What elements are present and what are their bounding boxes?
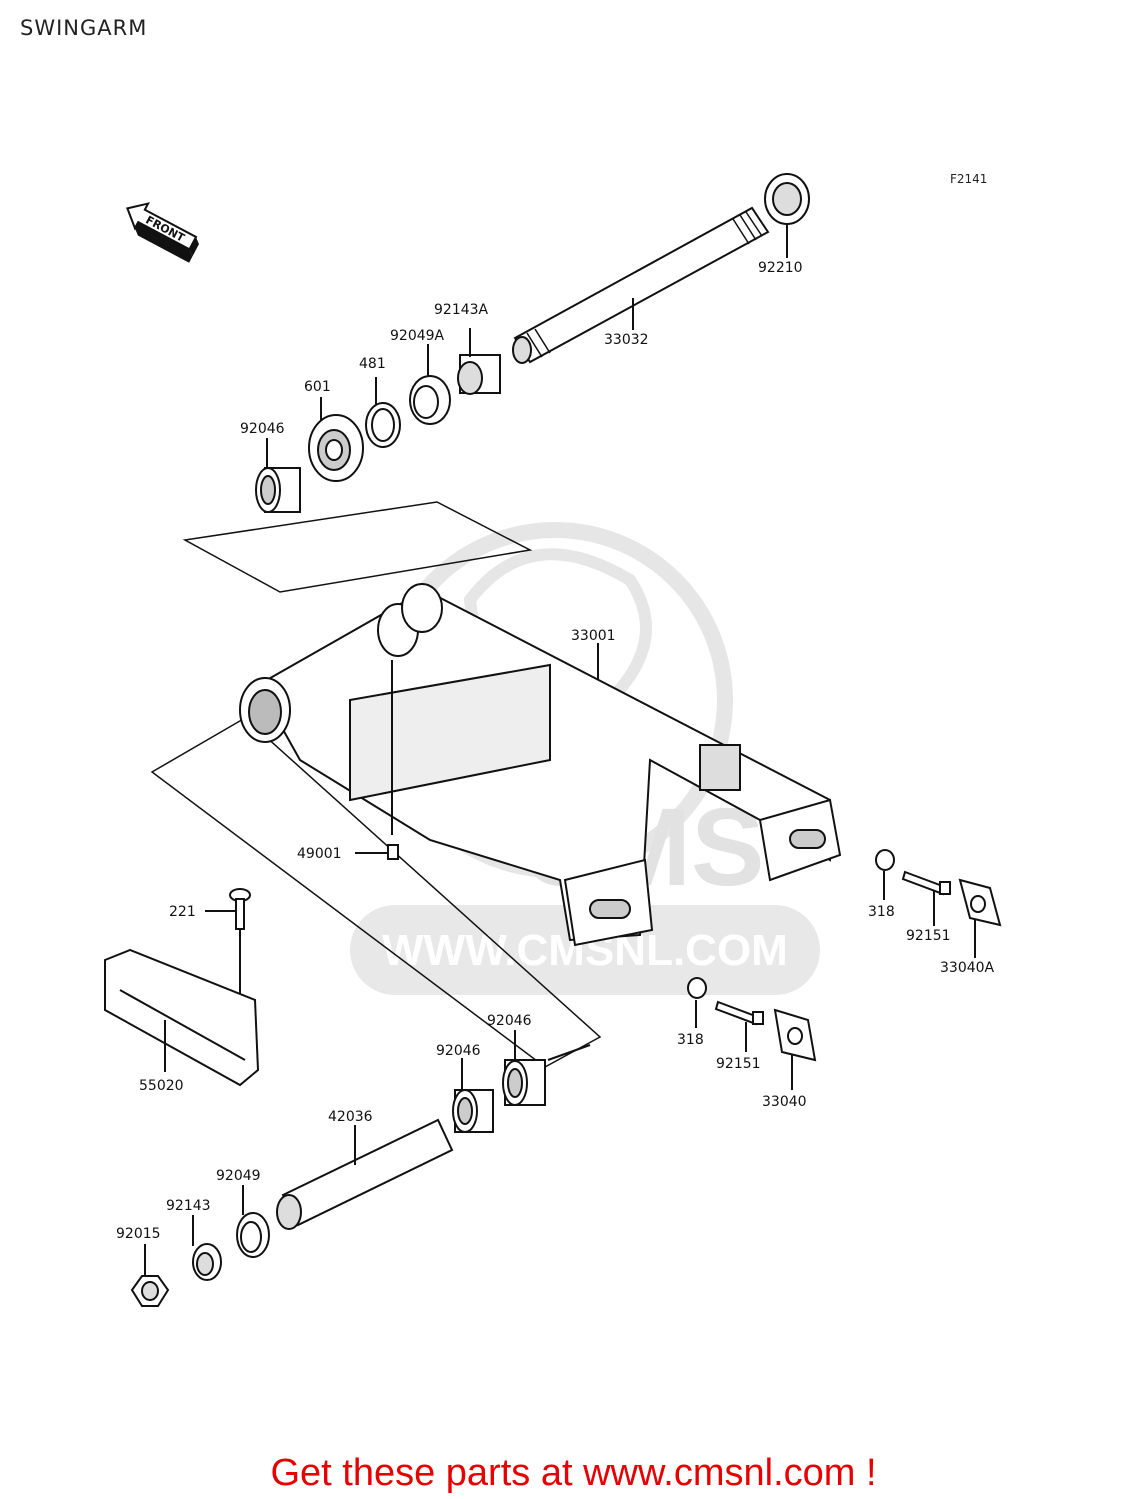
- bolt-92151-right: [901, 870, 951, 926]
- nut-92015: [130, 1244, 170, 1307]
- seal-92049A: [409, 344, 451, 425]
- part-label-92210: 92210: [758, 260, 803, 276]
- part-label-49001: 49001: [297, 846, 342, 862]
- part-label-33040A: 33040A: [940, 960, 995, 976]
- promo-link[interactable]: Get these parts at www.cmsnl.com !: [270, 1452, 877, 1494]
- bearing-601: [308, 397, 364, 482]
- part-label-42036: 42036: [328, 1109, 373, 1125]
- part-label-33040: 33040: [762, 1094, 807, 1110]
- seal-92049: [236, 1185, 270, 1258]
- part-label-318-right: 318: [868, 904, 895, 920]
- bolt-221: [205, 888, 251, 1003]
- part-label-221: 221: [169, 904, 196, 920]
- bolt-92151-bottom: [714, 1000, 764, 1052]
- part-label-92143A: 92143A: [434, 302, 489, 318]
- front-arrow-icon: FRONT: [126, 202, 199, 263]
- part-label-92151-right: 92151: [906, 928, 951, 944]
- part-label-92015: 92015: [116, 1226, 161, 1242]
- part-label-92049A: 92049A: [390, 328, 445, 344]
- page-title: SWINGARM: [20, 16, 148, 40]
- part-label-33001: 33001: [571, 628, 616, 644]
- part-label-92046-top: 92046: [240, 421, 285, 437]
- part-label-55020: 55020: [139, 1078, 184, 1094]
- collar-92143A: [457, 328, 501, 395]
- part-label-318-bottom: 318: [677, 1032, 704, 1048]
- block-33040A: [958, 878, 1002, 958]
- part-label-92143: 92143: [166, 1198, 211, 1214]
- needle-bearing-92046-b2: [502, 1030, 591, 1106]
- exploded-parts-diagram: CMS WWW.CMSNL.COM FRONT: [104, 173, 1002, 1307]
- part-labels: 92210 33032 92143A 92049A 481 601 92046 …: [116, 260, 995, 1242]
- nut-318-right: [875, 849, 895, 900]
- figure-code: F2141: [950, 172, 988, 186]
- nut-92210: [764, 173, 810, 258]
- collar-92143: [192, 1215, 222, 1281]
- leader-plane-top: [182, 501, 533, 593]
- block-33040: [773, 1008, 817, 1090]
- nut-318-bottom: [687, 977, 707, 1028]
- chain-guard-55020: [104, 948, 260, 1087]
- needle-bearing-92046-b1: [452, 1058, 494, 1133]
- swingarm-33001: [239, 583, 842, 947]
- sleeve-42036: [276, 1118, 454, 1230]
- circlip-481: [365, 377, 401, 448]
- needle-bearing-92046-top: [255, 438, 301, 513]
- part-label-92046-b1: 92046: [436, 1043, 481, 1059]
- part-label-33032: 33032: [604, 332, 649, 348]
- part-label-601: 601: [304, 379, 331, 395]
- grease-nipple-49001: [355, 844, 399, 860]
- part-label-92049: 92049: [216, 1168, 261, 1184]
- part-label-92151-bottom: 92151: [716, 1056, 761, 1072]
- part-label-481: 481: [359, 356, 386, 372]
- part-label-92046-b2: 92046: [487, 1013, 532, 1029]
- leader-plane-bottom: [150, 717, 602, 1068]
- axle-33032: [512, 206, 770, 364]
